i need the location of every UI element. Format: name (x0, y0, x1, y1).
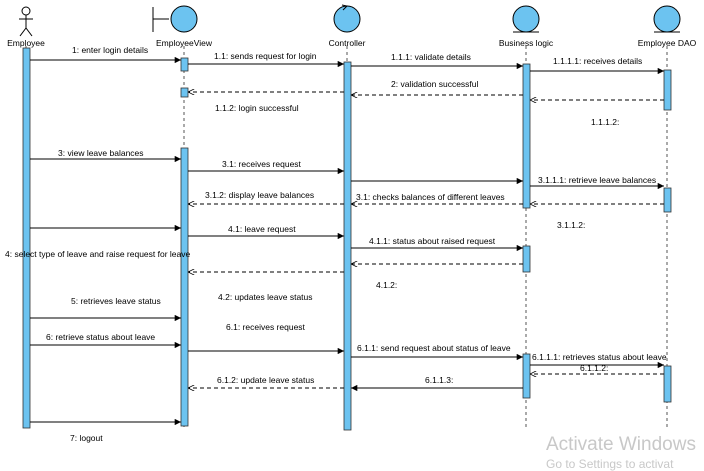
message-label: 4.2: updates leave status (218, 292, 313, 302)
message-label: 1.1.1.2: (591, 117, 620, 127)
activation-bar (180, 57, 189, 72)
participant-name-employeedao: Employee DAO (637, 38, 697, 48)
message-label: 6.1.1: send request about status of leav… (357, 343, 511, 353)
message-label: 7: logout (70, 433, 103, 443)
activation-bar (663, 365, 672, 403)
message-label: 6.1: receives request (226, 322, 305, 332)
message-label: 3: view leave balances (58, 148, 144, 158)
message-label: 6: retrieve status about leave (46, 332, 156, 342)
participant-name-businesslogic: Business logic (498, 38, 554, 48)
participant-name-employee: Employee (7, 38, 45, 48)
activation-bar (522, 63, 531, 209)
boundary-icon (152, 5, 198, 33)
message-label: 1.1.1.1: receives details (553, 56, 643, 66)
control-icon (333, 4, 361, 33)
activation-bar (22, 47, 31, 429)
message-label: 3.1.1.2: (557, 220, 586, 230)
message-label: 6.1.2: update leave status (217, 375, 315, 385)
message-label: 1.1: sends request for login (214, 51, 317, 61)
activation-bar (663, 69, 672, 111)
message-label: 3.1: receives request (222, 159, 301, 169)
message-label: 6.1.1.1: retrieves status about leave (532, 352, 667, 362)
message-label: 3.1.1.1: retrieve leave balances (538, 175, 657, 185)
participant-name-employeeview: EmployeeView (155, 38, 213, 48)
activation-bar (343, 61, 352, 431)
message-label: 4.1.1: status about raised request (369, 236, 496, 246)
message-label: 5: retrieves leave status (71, 296, 161, 306)
message-label: 4.1.2: (376, 280, 398, 290)
activation-bar (522, 353, 531, 399)
participant-name-controller: Controller (328, 38, 366, 48)
message-label: 2: validation successful (391, 79, 479, 89)
entity-icon (653, 5, 681, 33)
message-label: 6.1.1.2: (580, 363, 609, 373)
message-label: 1.1.2: login successful (215, 103, 299, 113)
message-label: 4.1: leave request (228, 224, 296, 234)
message-label: 4: select type of leave and raise reques… (5, 249, 191, 259)
activation-bar (180, 147, 189, 427)
activation-bar (663, 187, 672, 213)
activation-bar (180, 87, 189, 98)
watermark-title: Activate Windows (546, 434, 696, 455)
message-label: 1: enter login details (72, 45, 149, 55)
activation-bar (522, 245, 531, 273)
message-label: 1.1.1: validate details (391, 52, 471, 62)
message-label: 3.1: checks balances of different leaves (356, 192, 505, 202)
watermark-subtitle: Go to Settings to activat (546, 457, 674, 471)
actor-icon (19, 6, 33, 37)
entity-icon (512, 5, 540, 33)
message-label: 3.1.2: display leave balances (205, 190, 315, 200)
message-label: 6.1.1.3: (425, 375, 454, 385)
